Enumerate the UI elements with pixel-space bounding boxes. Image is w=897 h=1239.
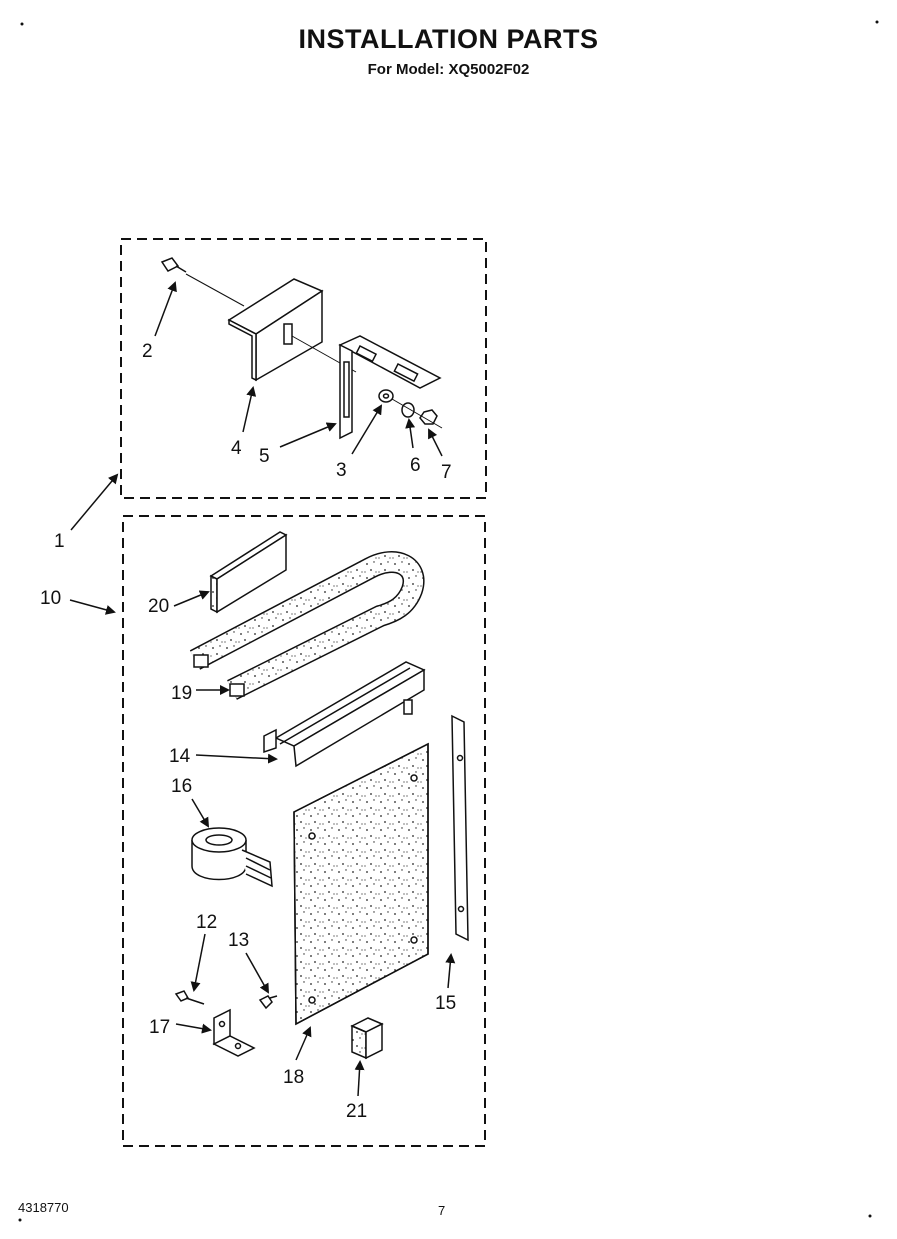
callout-16: 16 — [171, 776, 192, 797]
callout-19: 19 — [171, 683, 192, 704]
callout-10: 10 — [40, 588, 61, 609]
callout-1: 1 — [54, 531, 65, 552]
block-part — [350, 1017, 384, 1060]
page-number: 7 — [438, 1203, 446, 1218]
callout-12: 12 — [196, 912, 217, 933]
angle-bracket-part — [212, 1008, 256, 1057]
small-screw-part — [258, 995, 278, 1010]
callout-7: 7 — [441, 462, 452, 483]
callout-20: 20 — [148, 596, 169, 617]
part-number: 4318770 — [18, 1200, 69, 1215]
model-subtitle: For Model: XQ5002F02 — [367, 61, 530, 78]
washer-part — [378, 389, 394, 403]
l-bracket-part — [338, 335, 442, 440]
lower-kit-box — [122, 515, 486, 1147]
side-strip-part — [451, 714, 469, 942]
callout-17: 17 — [149, 1017, 170, 1038]
foam-pad-part — [209, 531, 288, 614]
bracket-cover-part — [227, 278, 324, 382]
callout-14: 14 — [169, 746, 191, 767]
callout-5: 5 — [259, 446, 270, 467]
callout-21: 21 — [346, 1101, 367, 1122]
bolt-part — [174, 990, 205, 1005]
callout-6: 6 — [410, 455, 421, 476]
callout-4: 4 — [231, 438, 242, 459]
callout-15: 15 — [435, 993, 456, 1014]
lock-washer-part — [401, 402, 415, 418]
rail-part — [263, 661, 426, 768]
upper-kit-box — [120, 238, 487, 499]
panel-part — [293, 742, 429, 1026]
screw-part — [160, 257, 187, 273]
callout-3: 3 — [336, 460, 347, 481]
foam-seal-part — [189, 551, 425, 700]
callout-18: 18 — [283, 1067, 304, 1088]
nut-part — [419, 409, 438, 425]
tape-roll-part — [191, 827, 273, 888]
page-title: INSTALLATION PARTS — [298, 24, 599, 54]
callout-2: 2 — [142, 341, 153, 362]
callout-13: 13 — [228, 930, 249, 951]
